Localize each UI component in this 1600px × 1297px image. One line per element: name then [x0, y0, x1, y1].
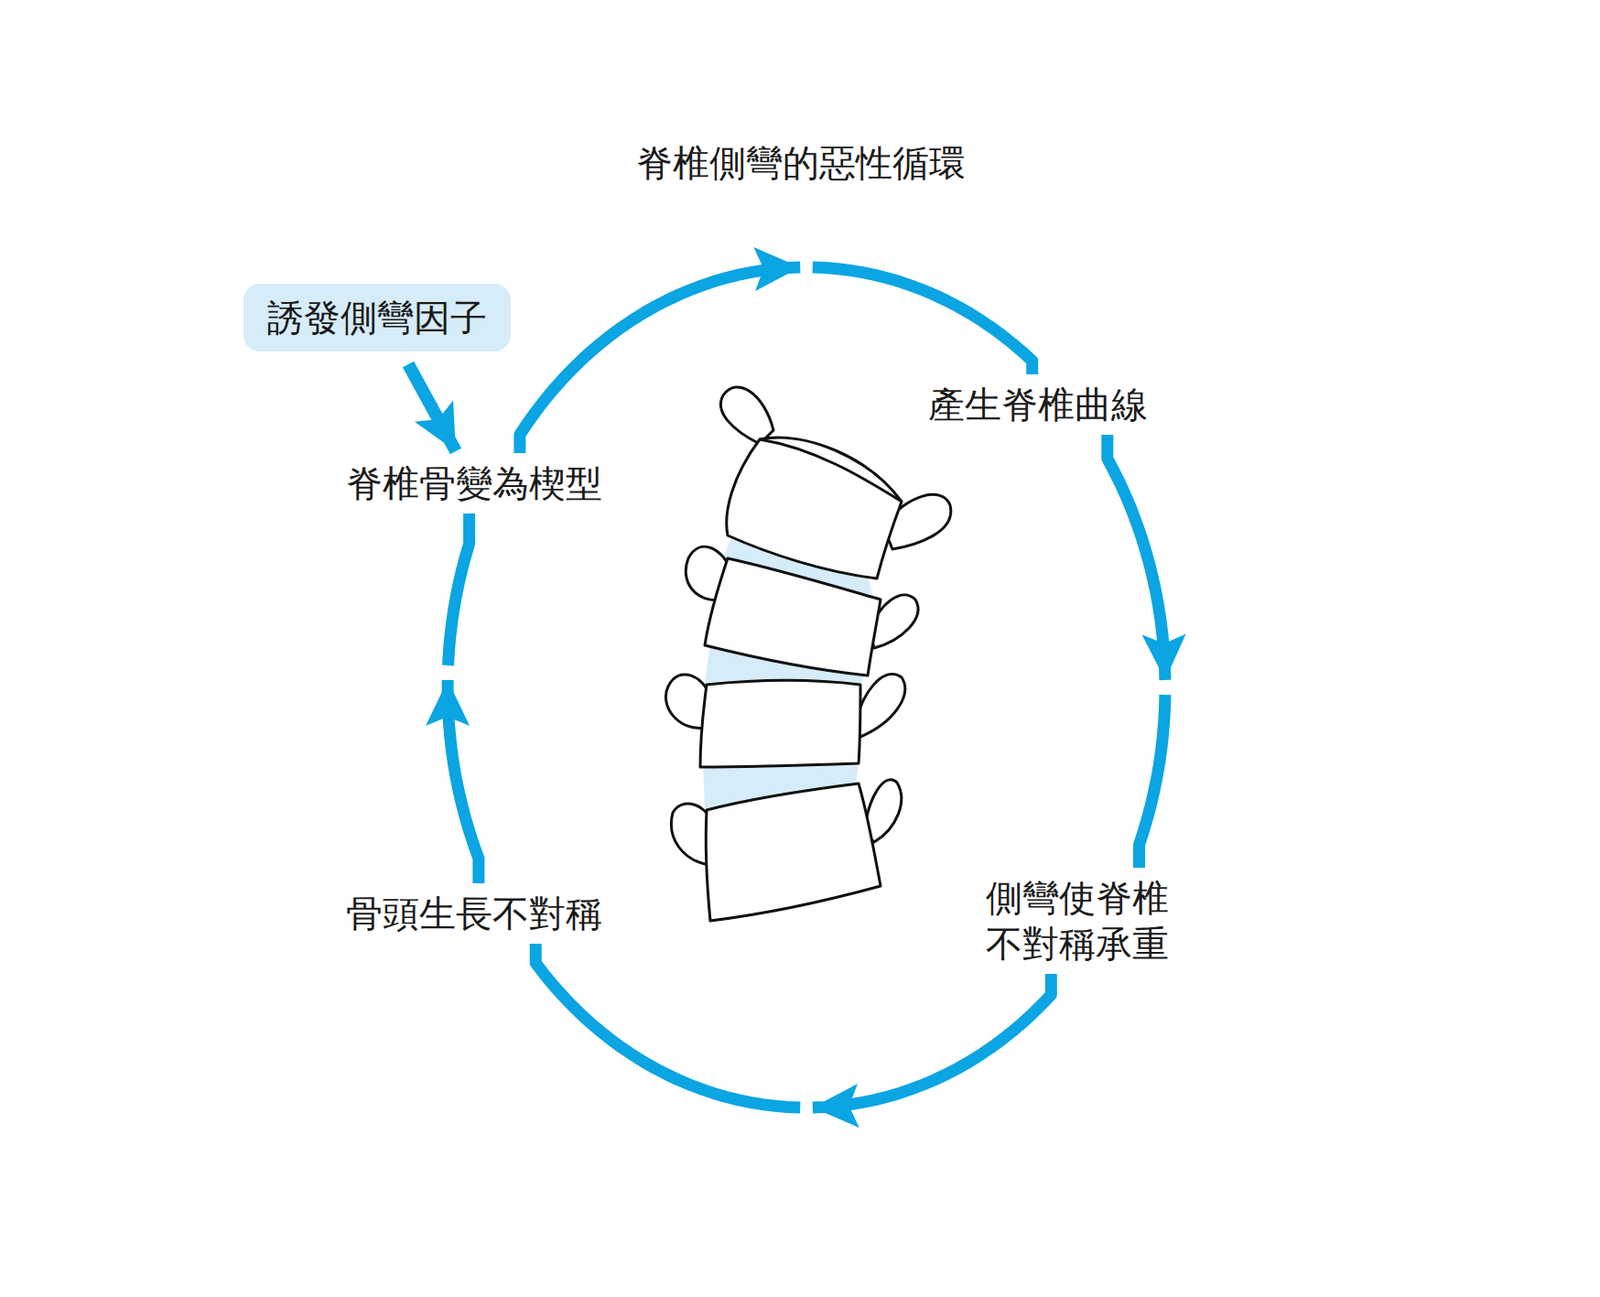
step-text: 產生脊椎曲線 [928, 381, 1148, 428]
cycle-arrow-segment [448, 513, 470, 666]
cycle-step: 產生脊椎曲線 [922, 378, 1154, 432]
cycle-arrow-segment [519, 267, 800, 454]
step-text: 誘發側彎因子 [267, 294, 487, 341]
cycle-step: 脊椎骨變為楔型 [340, 456, 608, 510]
cycle-arrow-segment [812, 973, 1052, 1108]
cycle-arrow [535, 943, 1051, 1108]
step-text: 側彎使脊椎 不對稱承重 [983, 875, 1171, 967]
cycle-step: 骨頭生長不對稱 [340, 886, 608, 941]
factor-box: 誘發側彎因子 [243, 283, 511, 352]
cycle-arrow [408, 364, 456, 452]
diagram-title: 脊椎側彎的惡性循環 [636, 140, 966, 185]
cycle-arrow-segment [1139, 694, 1166, 868]
cycle-step: 側彎使脊椎 不對稱承重 [978, 871, 1177, 971]
cycle-arrow-segment [408, 364, 456, 452]
cycle-arrow-segment [535, 943, 800, 1108]
cycle-arrow-segment [812, 267, 1033, 375]
step-text: 脊椎骨變為楔型 [345, 460, 603, 507]
cycle-arrow [1107, 434, 1166, 868]
step-text: 骨頭生長不對稱 [345, 890, 603, 937]
cycle-arrow-segment [1107, 434, 1166, 681]
cycle-arrow-segment [447, 680, 479, 884]
cycle-arrow [447, 513, 479, 884]
